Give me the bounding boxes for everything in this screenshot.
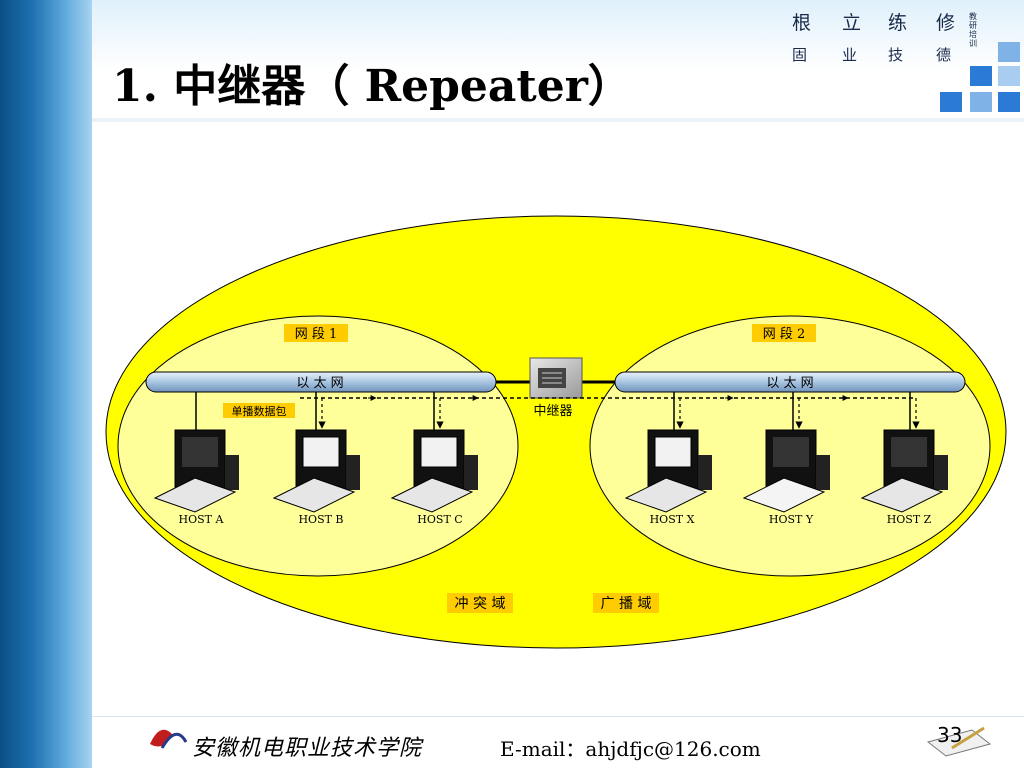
motto-char: 练 — [888, 12, 908, 34]
decor-square — [970, 66, 992, 86]
segment2-label-box — [752, 324, 816, 342]
computer-icon-host-b — [272, 429, 360, 513]
computer-icon-host-a — [153, 429, 239, 513]
decor-square — [998, 42, 1020, 62]
segment1-label: 网 段 1 — [295, 327, 338, 342]
decor-square — [970, 92, 992, 112]
host-label: HOST Z — [887, 513, 932, 526]
page-number: 33 — [937, 723, 963, 747]
ethernet-label-left: 以 太 网 — [296, 376, 343, 391]
ethernet-label-right: 以 太 网 — [766, 376, 813, 391]
collision-domain-label-box — [447, 593, 513, 613]
broadcast-domain-label: 广 播 域 — [601, 596, 652, 612]
motto-char: 修 — [936, 12, 956, 34]
packet-label-box — [223, 403, 295, 418]
decor-square — [998, 92, 1020, 112]
motto-small-text: 教研培训 — [969, 12, 977, 48]
host-label: HOST C — [417, 513, 462, 526]
repeater-label: 中继器 — [533, 404, 572, 419]
motto-char: 立 — [842, 12, 862, 34]
decor-square — [998, 66, 1020, 86]
slide-title: 1. 中继器（ Repeater） — [112, 61, 632, 112]
school-name: 安徽机电职业技术学院 — [192, 736, 423, 761]
packet-label: 单播数据包 — [232, 404, 287, 418]
school-logo-icon — [150, 729, 188, 749]
left-decorative-bar — [0, 0, 92, 768]
motto-char: 业 — [842, 46, 858, 64]
contact-email: E-mail：ahjdfjc@126.com — [500, 737, 761, 761]
motto-char: 固 — [792, 46, 808, 64]
segment2-label: 网 段 2 — [763, 327, 806, 342]
host-label: HOST A — [179, 513, 225, 526]
host-label: HOST X — [650, 513, 695, 526]
host-label: HOST B — [298, 513, 343, 526]
notebook-pencil-icon — [926, 726, 992, 757]
computer-icon-host-x — [624, 429, 712, 513]
computer-icon-host-z — [860, 429, 948, 513]
host-label: HOST Y — [769, 513, 814, 526]
motto-char: 根 — [792, 12, 812, 34]
header-divider — [92, 118, 1024, 122]
decor-square — [940, 92, 962, 112]
footer-divider — [92, 716, 1024, 717]
broadcast-domain-label-box — [593, 593, 659, 613]
collision-domain-label: 冲 突 域 — [455, 596, 506, 612]
segment1-label-box — [284, 324, 348, 342]
motto-char: 技 — [888, 46, 904, 64]
computer-icon-host-y — [742, 429, 830, 513]
motto-char: 德 — [936, 46, 952, 64]
computer-icon-host-c — [390, 429, 478, 513]
header-band — [92, 0, 1024, 118]
